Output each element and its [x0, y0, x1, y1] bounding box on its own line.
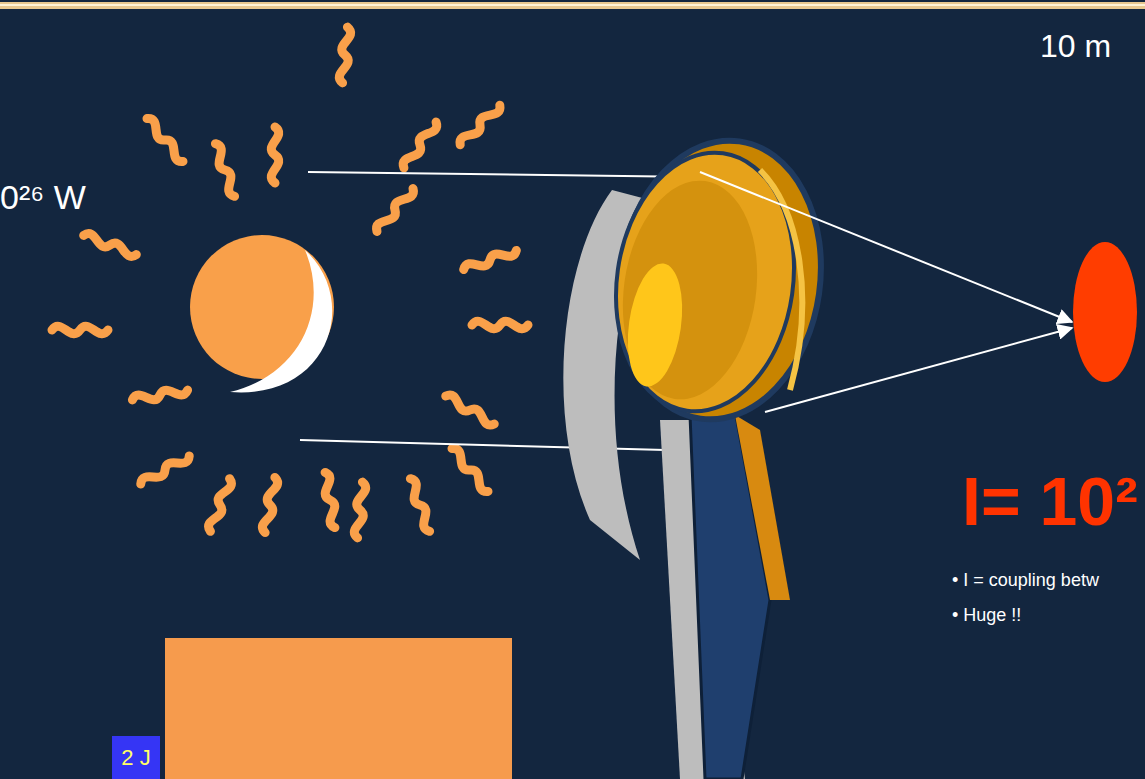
focus-ray: [765, 328, 1072, 412]
top-rule: [0, 2, 1145, 9]
sun-crescent: [230, 250, 332, 392]
focus-ray: [700, 172, 1072, 322]
power-value: 0²⁶ W: [0, 178, 86, 217]
top-rule-highlight: [0, 4, 1145, 6]
orange-block: [165, 638, 512, 779]
energy-box: 2 J: [112, 736, 160, 779]
bullet-note: • Huge !!: [952, 605, 1021, 626]
box-label: 2 J: [121, 745, 150, 771]
intensity-value: I= 10²: [962, 462, 1138, 540]
focal-spot: [1073, 242, 1137, 382]
sun-rays: [52, 27, 528, 538]
bullet-note: • I = coupling betw: [952, 570, 1099, 591]
magnifying-glass: [563, 127, 838, 779]
light-ray: [308, 172, 700, 177]
spot-size: 10 m: [1040, 28, 1111, 65]
